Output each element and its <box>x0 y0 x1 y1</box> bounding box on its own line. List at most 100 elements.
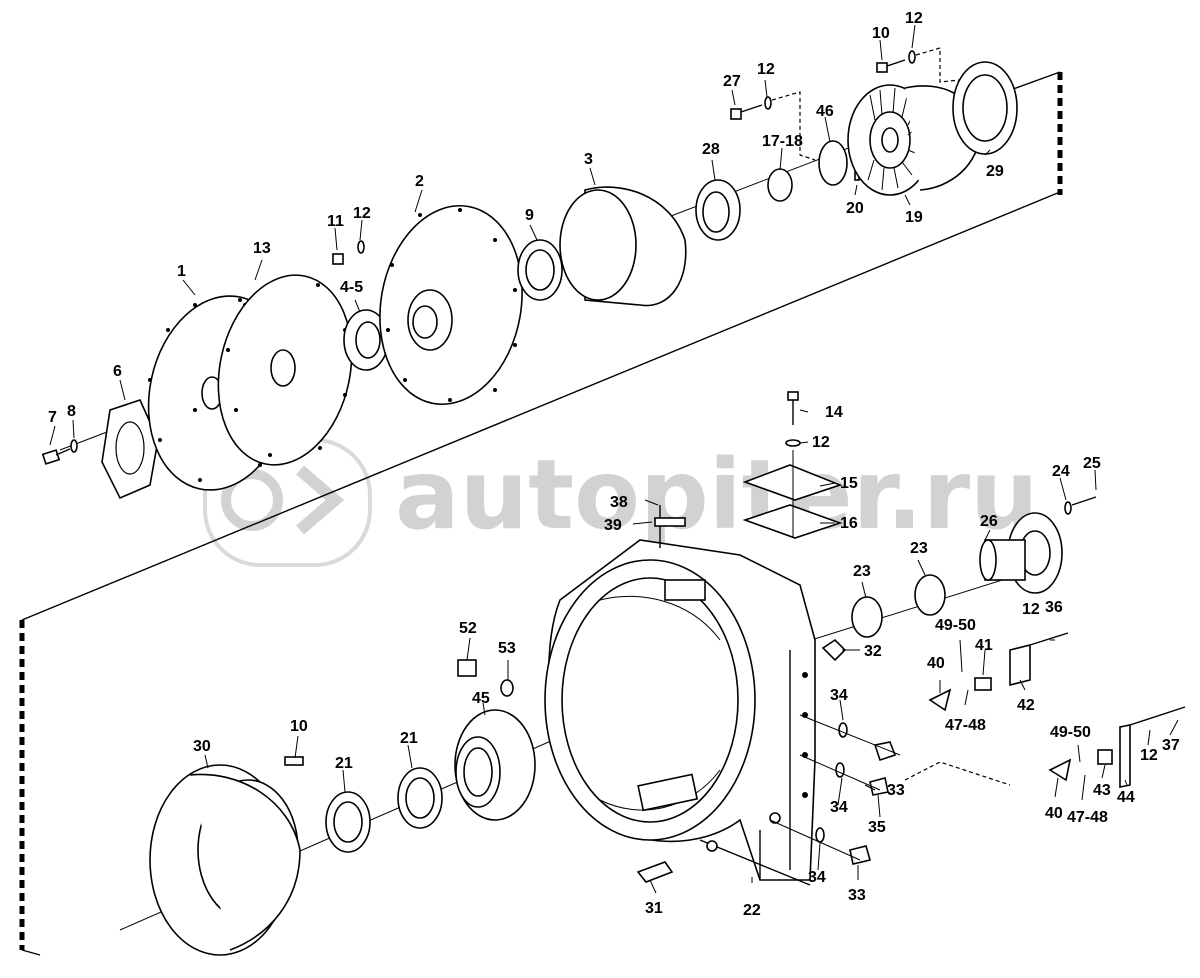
shim-4-5 <box>343 309 389 371</box>
callout-34-c: 34 <box>808 869 826 886</box>
callout-39: 39 <box>604 517 622 534</box>
seal-34-c <box>815 827 825 843</box>
gear-45 <box>454 709 536 821</box>
callout-30: 30 <box>193 738 211 755</box>
callout-36: 36 <box>1045 599 1063 616</box>
callout-4-5: 4-5 <box>340 279 363 296</box>
bearing-28 <box>695 179 741 241</box>
callout-10-b: 10 <box>290 718 308 735</box>
ring-17-18 <box>767 168 793 202</box>
callout-49-50-b: 49-50 <box>1050 724 1091 741</box>
bolt-27 <box>730 104 763 120</box>
watermark-text: autopiter.ru <box>395 439 1038 551</box>
callout-labels: 1 2 3 4-5 6 7 8 9 10 10 11 12 12 12 12 1… <box>48 10 1180 919</box>
leader-33-to-right <box>904 761 1011 786</box>
plate-39 <box>654 517 686 527</box>
callout-7: 7 <box>48 409 57 426</box>
callout-53: 53 <box>498 640 516 657</box>
callout-8: 8 <box>67 403 76 420</box>
callout-37: 37 <box>1162 737 1180 754</box>
callout-10-a: 10 <box>872 25 890 42</box>
callout-17-18: 17-18 <box>762 133 803 150</box>
seal-34-a <box>838 722 848 738</box>
callout-23-b: 23 <box>910 540 928 557</box>
callout-20: 20 <box>846 200 864 217</box>
o-ring-23-b <box>914 574 946 616</box>
plug-35 <box>869 777 889 796</box>
fitting-33-b <box>849 845 871 865</box>
callout-3: 3 <box>584 151 593 168</box>
bolt-36 <box>1029 632 1069 646</box>
fitting-axes <box>769 714 901 861</box>
callout-38: 38 <box>610 494 628 511</box>
callout-35: 35 <box>868 819 886 836</box>
callout-22: 22 <box>743 902 761 919</box>
pump-housing-30 <box>149 764 301 956</box>
callout-45: 45 <box>472 690 490 707</box>
frame-bottom-link <box>21 949 41 956</box>
valve-40-a <box>928 688 952 712</box>
o-ring-23-a <box>851 596 883 638</box>
leader-10-to-29 <box>915 47 961 83</box>
drive-plate-2 <box>379 204 523 406</box>
callout-47-48-a: 47-48 <box>945 717 986 734</box>
callout-41: 41 <box>975 637 993 654</box>
callout-33-a: 33 <box>887 782 905 799</box>
connection-frame <box>19 72 1063 950</box>
ring-46 <box>818 140 848 186</box>
callout-6: 6 <box>113 363 122 380</box>
bracket-44 <box>1119 724 1131 788</box>
callout-23-a: 23 <box>853 563 871 580</box>
washer-12-c <box>908 50 916 64</box>
callout-leaders <box>49 24 1179 894</box>
plug-52 <box>457 659 477 677</box>
callout-15: 15 <box>840 475 858 492</box>
callout-12-e: 12 <box>1022 601 1040 618</box>
callout-21-a: 21 <box>335 755 353 772</box>
seal-9 <box>517 239 563 301</box>
bolt-25 <box>1071 496 1097 506</box>
spring-43 <box>1097 749 1113 765</box>
callout-33-b: 33 <box>848 887 866 904</box>
stud-31 <box>636 861 674 883</box>
callout-43: 43 <box>1093 782 1111 799</box>
washer-12-b <box>764 96 772 110</box>
callout-12-b: 12 <box>757 61 775 78</box>
callout-2: 2 <box>415 173 424 190</box>
watermark: autopiter.ru <box>203 438 1038 567</box>
callout-24: 24 <box>1052 463 1070 480</box>
plug-32 <box>821 638 847 662</box>
callout-40-a: 40 <box>927 655 945 672</box>
callout-19: 19 <box>905 209 923 226</box>
fitting-33-a <box>873 741 897 762</box>
callout-28: 28 <box>702 141 720 158</box>
bolt-37 <box>1129 706 1186 726</box>
valve-40-b <box>1048 758 1072 782</box>
frame-diagonal <box>21 191 1061 621</box>
callout-21-b: 21 <box>400 730 418 747</box>
washer-24 <box>1064 501 1072 515</box>
callout-9: 9 <box>525 207 534 224</box>
callout-12-d: 12 <box>812 434 830 451</box>
callout-25: 25 <box>1083 455 1101 472</box>
spring-41 <box>974 677 992 691</box>
callout-34-b: 34 <box>830 799 848 816</box>
callout-44: 44 <box>1117 789 1135 806</box>
callout-16: 16 <box>840 515 858 532</box>
callout-26: 26 <box>980 513 998 530</box>
callout-11: 11 <box>327 213 344 230</box>
bolt-10-shank <box>886 59 906 67</box>
callout-12-f: 12 <box>1140 747 1158 764</box>
callout-29: 29 <box>986 163 1004 180</box>
callout-32: 32 <box>864 643 882 660</box>
callout-34-a: 34 <box>830 687 848 704</box>
callout-52: 52 <box>459 620 477 637</box>
callout-46: 46 <box>816 103 834 120</box>
callout-12-c: 12 <box>353 205 371 222</box>
plate-13 <box>217 274 353 466</box>
drum-3 <box>559 186 687 307</box>
callout-1: 1 <box>177 263 186 280</box>
leader-27-to-46 <box>771 91 816 161</box>
bolt-10 <box>876 62 888 73</box>
